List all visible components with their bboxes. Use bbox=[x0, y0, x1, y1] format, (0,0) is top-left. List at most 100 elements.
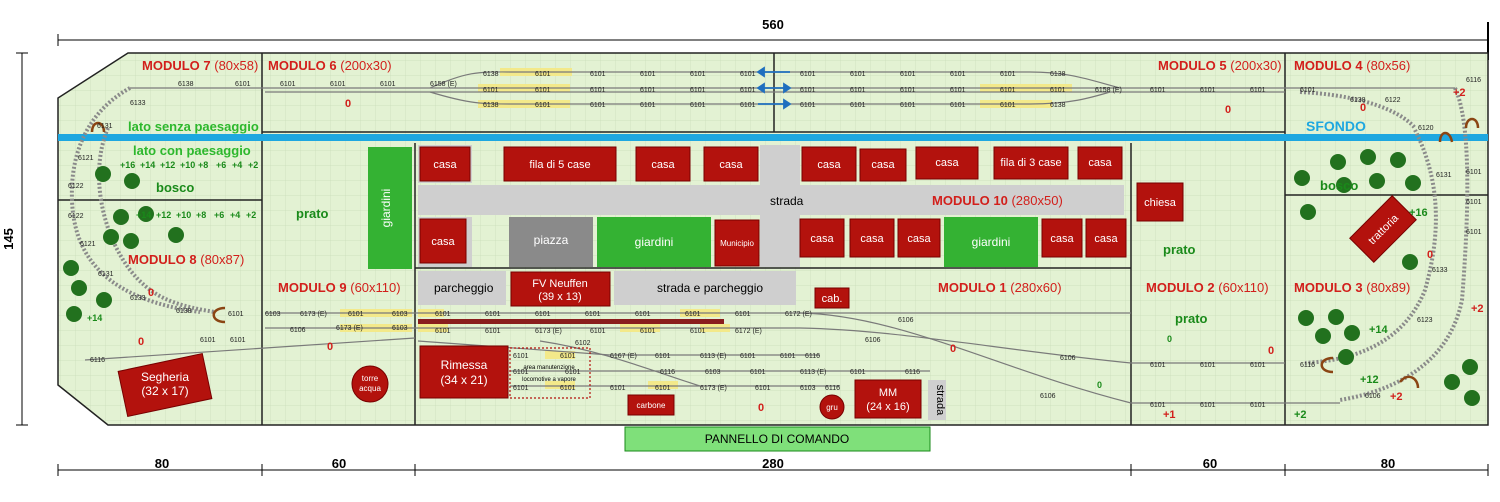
svg-text:6138: 6138 bbox=[483, 71, 499, 78]
svg-text:6103: 6103 bbox=[392, 311, 408, 318]
svg-text:prato: prato bbox=[296, 206, 329, 221]
svg-text:6122: 6122 bbox=[1385, 97, 1401, 104]
svg-text:6122: 6122 bbox=[68, 213, 84, 220]
svg-text:6101: 6101 bbox=[585, 311, 601, 318]
svg-text:6101: 6101 bbox=[380, 81, 396, 88]
svg-text:6101: 6101 bbox=[655, 385, 671, 392]
svg-text:6101: 6101 bbox=[560, 353, 576, 360]
garden-right-label: giardini bbox=[972, 235, 1011, 249]
svg-text:6103: 6103 bbox=[705, 369, 721, 376]
module-4-title: MODULO 4 (80x56) bbox=[1294, 58, 1410, 73]
svg-text:6101: 6101 bbox=[590, 87, 606, 94]
svg-text:0: 0 bbox=[345, 98, 351, 110]
svg-text:0: 0 bbox=[1167, 334, 1172, 344]
svg-text:+8: +8 bbox=[196, 210, 206, 220]
garden-center bbox=[597, 217, 711, 267]
svg-text:6173 (E): 6173 (E) bbox=[535, 328, 562, 335]
garden-right bbox=[944, 217, 1038, 267]
svg-text:6101: 6101 bbox=[235, 81, 251, 88]
svg-text:6101: 6101 bbox=[483, 87, 499, 94]
svg-text:6172 (E): 6172 (E) bbox=[735, 328, 762, 335]
svg-text:6106: 6106 bbox=[1060, 355, 1076, 362]
dimension-bottom: 80 60 280 60 80 bbox=[57, 456, 1489, 476]
svg-text:0: 0 bbox=[758, 402, 764, 414]
svg-text:(24 x 16): (24 x 16) bbox=[866, 401, 909, 413]
svg-text:0: 0 bbox=[1268, 345, 1274, 357]
svg-text:+14: +14 bbox=[136, 210, 151, 220]
spot-elevations: 0 0 0 +2 0 0 0 0 0 0 +1 +2 +2 0 +16 +14 … bbox=[87, 87, 1484, 421]
svg-text:FV Neuffen: FV Neuffen bbox=[532, 278, 587, 290]
svg-text:6133: 6133 bbox=[130, 295, 146, 302]
svg-text:6106: 6106 bbox=[865, 337, 881, 344]
svg-text:0: 0 bbox=[1427, 249, 1433, 261]
svg-text:6116: 6116 bbox=[1300, 362, 1315, 369]
svg-text:6101: 6101 bbox=[330, 81, 346, 88]
svg-text:6101: 6101 bbox=[200, 337, 216, 344]
svg-text:+2: +2 bbox=[1294, 409, 1307, 421]
svg-text:6138: 6138 bbox=[1350, 97, 1366, 104]
svg-text:6172 (E): 6172 (E) bbox=[785, 311, 812, 318]
svg-text:+10: +10 bbox=[180, 160, 195, 170]
dimension-bottom-4: 60 bbox=[1203, 456, 1217, 471]
svg-text:+12: +12 bbox=[160, 160, 175, 170]
svg-text:(32 x 17): (32 x 17) bbox=[141, 384, 188, 398]
svg-text:6101: 6101 bbox=[690, 71, 706, 78]
svg-text:Municipio: Municipio bbox=[720, 239, 754, 248]
svg-text:6116: 6116 bbox=[825, 385, 840, 392]
dimension-bottom-3: 280 bbox=[762, 456, 784, 471]
svg-text:6133: 6133 bbox=[130, 100, 146, 107]
svg-text:6113 (E): 6113 (E) bbox=[700, 353, 726, 360]
piazza-label: piazza bbox=[534, 233, 569, 247]
svg-text:6101: 6101 bbox=[230, 337, 246, 344]
svg-text:6101: 6101 bbox=[640, 87, 656, 94]
svg-text:+2: +2 bbox=[1453, 87, 1466, 99]
backdrop-label: SFONDO bbox=[1306, 118, 1366, 134]
svg-text:6131: 6131 bbox=[1436, 172, 1452, 179]
svg-text:fila di 5 case: fila di 5 case bbox=[529, 159, 590, 171]
svg-text:6101: 6101 bbox=[750, 369, 766, 376]
module-5-title: MODULO 5 (200x30) bbox=[1158, 58, 1282, 73]
svg-text:0: 0 bbox=[1360, 102, 1366, 114]
svg-text:6101: 6101 bbox=[590, 71, 606, 78]
svg-text:+16: +16 bbox=[120, 160, 135, 170]
svg-text:area manutenzione: area manutenzione bbox=[523, 365, 575, 371]
svg-text:+14: +14 bbox=[87, 313, 102, 323]
svg-text:6101: 6101 bbox=[1200, 362, 1216, 369]
svg-text:6101: 6101 bbox=[435, 311, 451, 318]
svg-text:casa: casa bbox=[935, 157, 959, 169]
svg-text:6103: 6103 bbox=[392, 325, 408, 332]
svg-text:6138: 6138 bbox=[178, 81, 194, 88]
svg-text:cab.: cab. bbox=[822, 293, 843, 305]
svg-text:6101: 6101 bbox=[655, 353, 671, 360]
module-8-title: MODULO 8 (80x87) bbox=[128, 252, 244, 267]
svg-text:casa: casa bbox=[1088, 157, 1112, 169]
svg-text:casa: casa bbox=[433, 159, 457, 171]
svg-text:6113 (E): 6113 (E) bbox=[800, 369, 826, 376]
svg-text:0: 0 bbox=[1097, 380, 1102, 390]
svg-text:6116: 6116 bbox=[660, 369, 675, 376]
module-2-title: MODULO 2 (60x110) bbox=[1146, 280, 1269, 295]
svg-text:6101: 6101 bbox=[900, 87, 916, 94]
svg-text:6101: 6101 bbox=[513, 369, 529, 376]
module-titles: MODULO 7 (80x58) MODULO 6 (200x30) MODUL… bbox=[128, 58, 1410, 295]
road-parking-label: strada e parcheggio bbox=[657, 281, 763, 295]
svg-text:carbone: carbone bbox=[637, 401, 666, 410]
svg-text:(34 x 21): (34 x 21) bbox=[440, 373, 487, 387]
svg-text:6101: 6101 bbox=[800, 71, 816, 78]
svg-text:6101: 6101 bbox=[485, 328, 501, 335]
svg-text:+6: +6 bbox=[216, 160, 226, 170]
svg-text:6103: 6103 bbox=[800, 385, 816, 392]
svg-text:6101: 6101 bbox=[535, 71, 551, 78]
svg-text:6101: 6101 bbox=[800, 102, 816, 109]
svg-text:6120: 6120 bbox=[1418, 125, 1434, 132]
svg-text:0: 0 bbox=[148, 287, 154, 299]
svg-text:6101: 6101 bbox=[900, 71, 916, 78]
svg-text:6101: 6101 bbox=[640, 328, 656, 335]
svg-text:bosco: bosco bbox=[1320, 178, 1358, 193]
svg-text:6101: 6101 bbox=[900, 102, 916, 109]
svg-text:6101: 6101 bbox=[1150, 362, 1166, 369]
svg-text:Rimessa: Rimessa bbox=[441, 358, 488, 372]
module-1-title: MODULO 1 (280x60) bbox=[938, 280, 1062, 295]
svg-text:casa: casa bbox=[860, 233, 884, 245]
